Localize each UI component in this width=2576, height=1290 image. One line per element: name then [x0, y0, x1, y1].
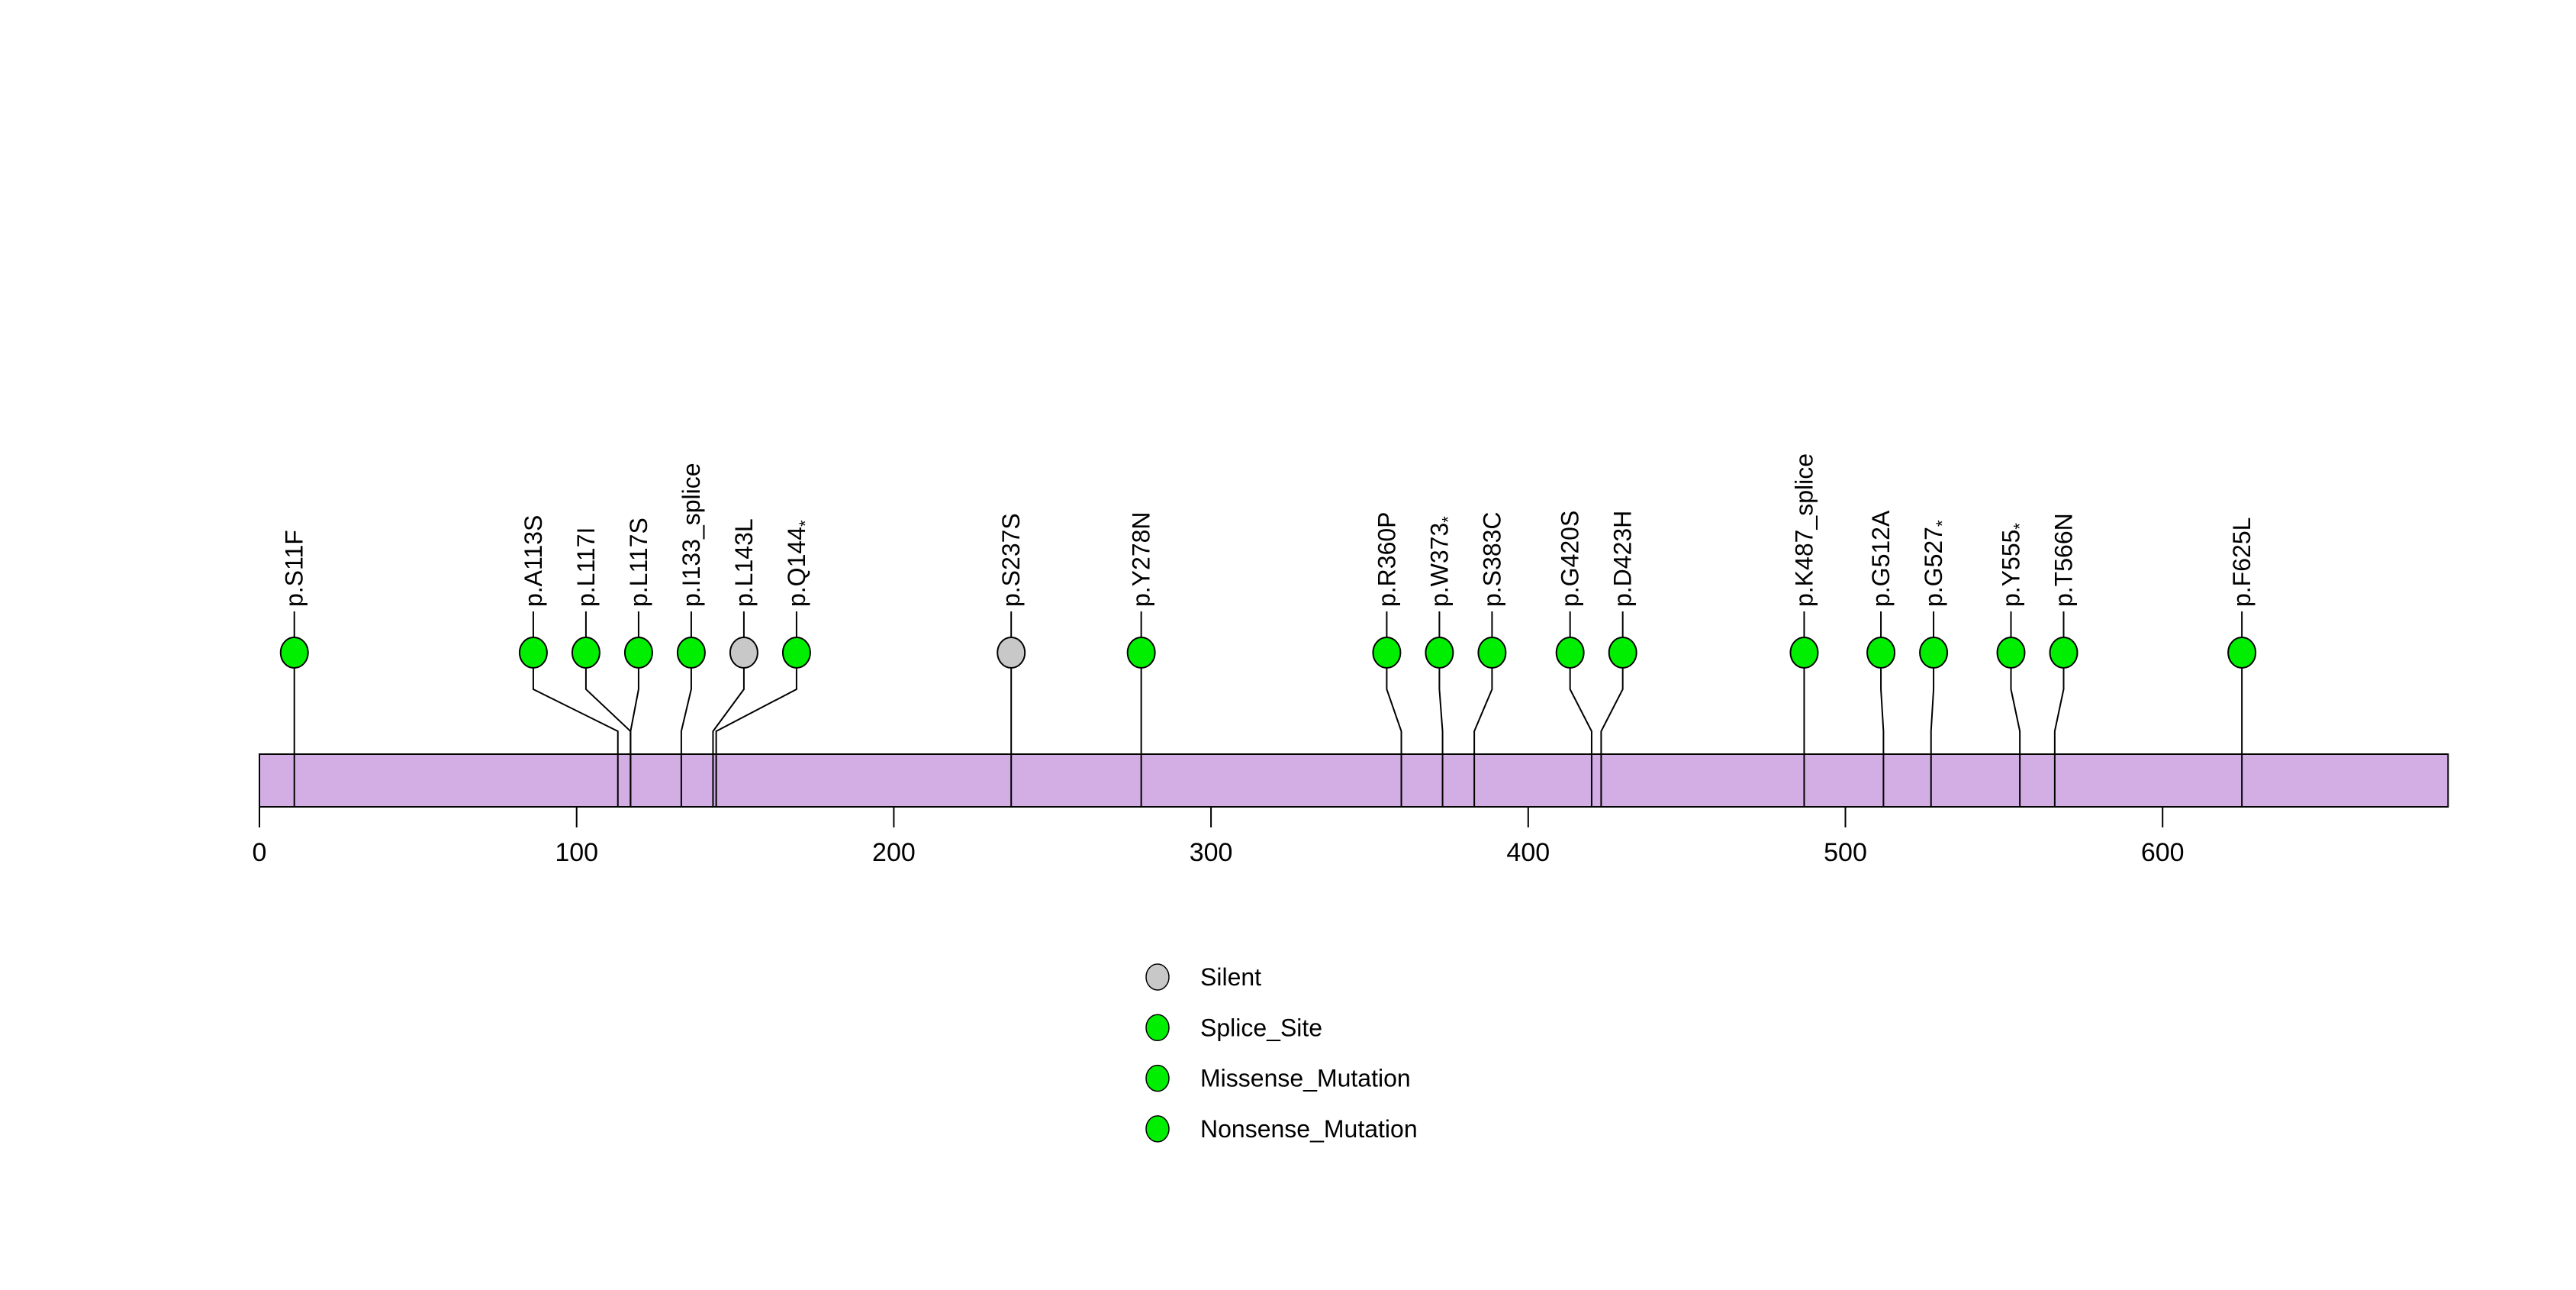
- mutation-label: p.G527*: [1920, 520, 1952, 607]
- mutation-circle: [1608, 637, 1637, 669]
- legend-marker-silent: [1145, 963, 1170, 991]
- mutation-label: p.L117I: [572, 527, 600, 607]
- mutation-label: p.F625L: [2228, 518, 2256, 607]
- axis-tick-label: 300: [1190, 838, 1233, 867]
- mutation-circle: [1919, 637, 1949, 669]
- mutation-label: p.T566N: [2050, 513, 2077, 607]
- mutation-circle: [997, 637, 1026, 669]
- axis-tick-label: 100: [555, 838, 598, 867]
- mutation-label: p.S237S: [997, 513, 1025, 607]
- mutation-label: p.W373*: [1425, 516, 1457, 607]
- legend-label: Silent: [1200, 963, 1261, 991]
- mutation-circle: [676, 637, 706, 669]
- mutation-label: p.I133_splice: [678, 463, 705, 607]
- mutation-circle: [571, 637, 601, 669]
- legend-marker-nonsense_mutation: [1145, 1115, 1170, 1143]
- mutation-label: p.Y278N: [1128, 511, 1155, 607]
- mutation-circle: [1996, 637, 2026, 669]
- mutation-circle: [1372, 637, 1402, 669]
- legend-label: Splice_Site: [1200, 1014, 1322, 1041]
- axis-tick-label: 600: [2141, 838, 2185, 867]
- mutation-label: p.Q144*: [783, 520, 815, 607]
- legend-label: Nonsense_Mutation: [1200, 1115, 1418, 1143]
- mutation-circle: [729, 637, 758, 669]
- legend-marker-missense_mutation: [1145, 1064, 1170, 1092]
- mutation-circle: [1425, 637, 1454, 669]
- mutation-label: p.K487_splice: [1790, 453, 1818, 607]
- mutation-label: p.Y555*: [1997, 523, 2029, 607]
- mutation-label: p.L117S: [625, 518, 652, 607]
- mutation-label: p.D423H: [1609, 511, 1637, 607]
- mutation-circle: [1477, 637, 1507, 669]
- mutation-circle: [1126, 637, 1156, 669]
- axis-tick-label: 500: [1824, 838, 1867, 867]
- mutation-circle: [623, 637, 653, 669]
- mutation-circle: [2049, 637, 2079, 669]
- protein-backbone-bar: [259, 753, 2449, 808]
- mutation-circle: [781, 637, 811, 669]
- mutation-circle: [1789, 637, 1819, 669]
- mutation-circle: [518, 637, 548, 669]
- mutation-label: p.G420S: [1557, 511, 1584, 607]
- axis-tick-label: 200: [872, 838, 916, 867]
- legend-marker-splice_site: [1145, 1014, 1170, 1042]
- mutation-circle: [279, 637, 309, 669]
- axis-tick-label: 400: [1506, 838, 1550, 867]
- mutation-label: p.L143L: [730, 518, 758, 607]
- mutation-circle: [2227, 637, 2257, 669]
- mutation-circle: [1555, 637, 1585, 669]
- mutation-label: p.A113S: [520, 515, 547, 607]
- mutation-label: p.R360P: [1373, 511, 1400, 607]
- axis-tick-label: 0: [253, 838, 267, 867]
- mutation-label: p.S383C: [1478, 511, 1505, 607]
- mutation-label: p.S11F: [281, 530, 308, 607]
- mutation-circle: [1866, 637, 1896, 669]
- mutation-label: p.G512A: [1867, 510, 1895, 607]
- legend-label: Missense_Mutation: [1200, 1065, 1411, 1092]
